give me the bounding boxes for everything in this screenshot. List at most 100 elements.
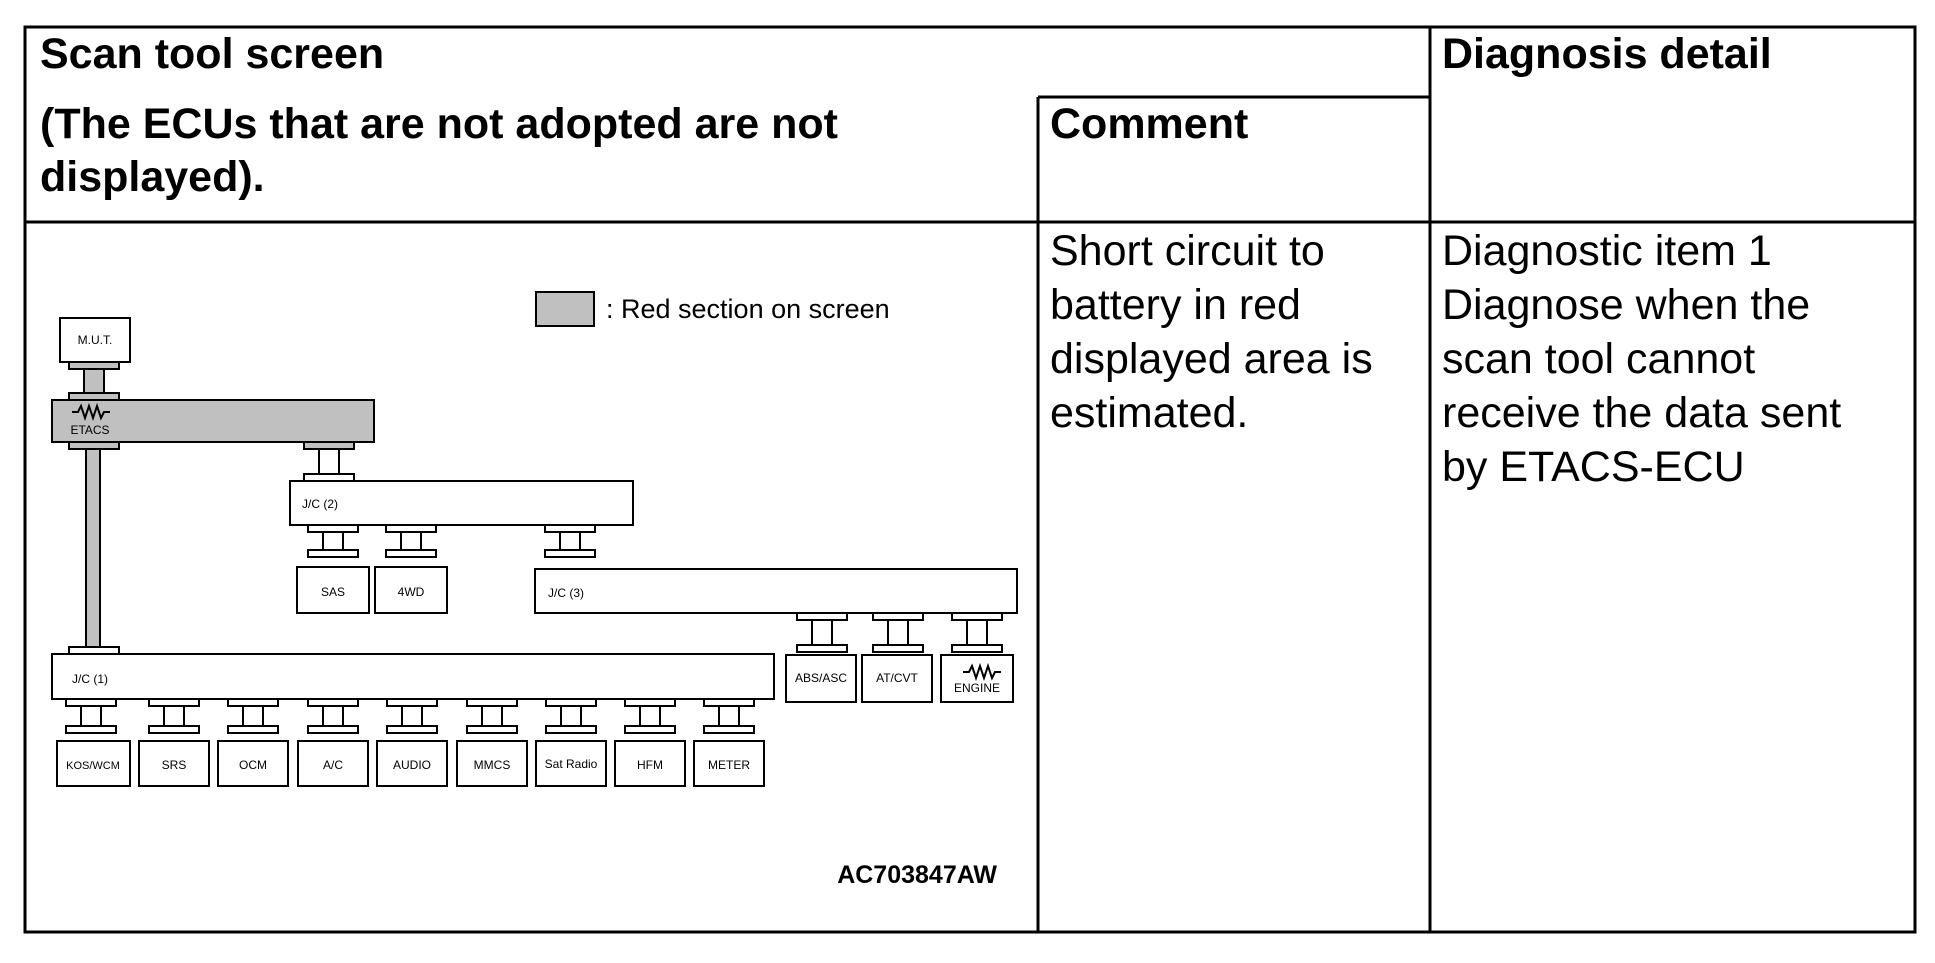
jc2-box (289, 480, 634, 526)
jc1-box (51, 653, 775, 700)
connector (80, 705, 102, 727)
srs-label: SRS (162, 758, 187, 772)
srs-box (138, 740, 210, 787)
legend-swatch (535, 291, 595, 327)
connector (400, 531, 422, 551)
diagnosis-detail-header: Diagnosis detail (1442, 30, 1772, 78)
connector (544, 524, 596, 533)
abs-asc-box (785, 654, 857, 703)
connector (951, 644, 1003, 653)
connector (386, 725, 438, 734)
connector (68, 441, 120, 450)
sat-radio-label: Sat Radio (545, 757, 598, 771)
mut-box (59, 317, 131, 363)
engine-label: ENGINE (954, 681, 1000, 695)
connector (307, 549, 359, 558)
connector (872, 644, 924, 653)
audio-label: AUDIO (393, 758, 431, 772)
connector (307, 698, 359, 707)
connector (303, 473, 355, 482)
connector (481, 705, 503, 727)
connector (703, 725, 755, 734)
comment-line: estimated. (1050, 389, 1249, 437)
connector (718, 705, 740, 727)
figure-id: AC703847AW (837, 861, 997, 889)
jc3-box (534, 568, 1018, 614)
connector (85, 448, 101, 648)
hfm-label: HFM (637, 758, 663, 772)
resistor-icon (963, 662, 1001, 682)
at-cvt-label: AT/CVT (876, 671, 918, 685)
jc3-label: J/C (3) (548, 586, 584, 600)
connector (83, 368, 105, 394)
connector (303, 441, 355, 450)
connector (385, 549, 437, 558)
legend-label: : Red section on screen (606, 294, 890, 324)
mut-label: M.U.T. (78, 333, 113, 347)
scan-tool-note-line2: displayed). (40, 153, 265, 201)
ac-box (297, 740, 369, 787)
connector (796, 612, 848, 621)
kos-wcm-box (56, 740, 131, 787)
connector (322, 705, 344, 727)
connector (796, 644, 848, 653)
connector (227, 698, 279, 707)
connector (386, 698, 438, 707)
sat-radio-box (535, 740, 607, 787)
ocm-label: OCM (239, 758, 267, 772)
connector (322, 531, 344, 551)
connector (887, 619, 909, 646)
connector (872, 612, 924, 621)
mmcs-label: MMCS (474, 758, 511, 772)
comment-header: Comment (1050, 100, 1249, 148)
at-cvt-box (861, 654, 933, 703)
audio-box (376, 740, 448, 787)
connector (148, 698, 200, 707)
resistor-icon (72, 402, 110, 422)
hfm-box (614, 740, 686, 787)
meter-label: METER (708, 758, 750, 772)
fourwd-label: 4WD (398, 585, 425, 599)
connector (466, 698, 518, 707)
diagnosis-line: receive the data sent (1442, 389, 1842, 437)
connector (163, 705, 185, 727)
connector (307, 524, 359, 533)
connector (951, 612, 1003, 621)
connector (307, 725, 359, 734)
diagnosis-line: Diagnostic item 1 (1442, 227, 1772, 275)
connector (811, 619, 833, 646)
connector (227, 725, 279, 734)
fourwd-box (374, 566, 448, 614)
jc2-label: J/C (2) (302, 497, 338, 511)
diagnosis-line: scan tool cannot (1442, 335, 1756, 383)
scan-tool-screen-header: Scan tool screen (40, 30, 385, 78)
mmcs-box (456, 740, 528, 787)
diagnosis-line: Diagnose when the (1442, 281, 1811, 329)
sas-box (296, 566, 370, 614)
connector (401, 705, 423, 727)
connector (545, 698, 597, 707)
comment-line: displayed area is (1050, 335, 1373, 383)
ac-label: A/C (323, 758, 343, 772)
connector (466, 725, 518, 734)
connector (559, 531, 581, 551)
connector (65, 725, 117, 734)
scan-tool-note-line1: (The ECUs that are not adopted are not (40, 100, 838, 148)
meter-box (693, 740, 765, 787)
jc1-label: J/C (1) (72, 672, 108, 686)
engine-box (940, 654, 1014, 703)
kos-wcm-label: KOS/WCM (66, 760, 120, 772)
abs-asc-label: ABS/ASC (795, 671, 847, 685)
connector (68, 392, 120, 401)
connector (624, 725, 676, 734)
connector (544, 549, 596, 558)
connector (624, 698, 676, 707)
comment-line: Short circuit to (1050, 227, 1325, 275)
connector (68, 361, 120, 370)
connector (560, 705, 582, 727)
comment-line: battery in red (1050, 281, 1301, 329)
connector (639, 705, 661, 727)
connector (242, 705, 264, 727)
